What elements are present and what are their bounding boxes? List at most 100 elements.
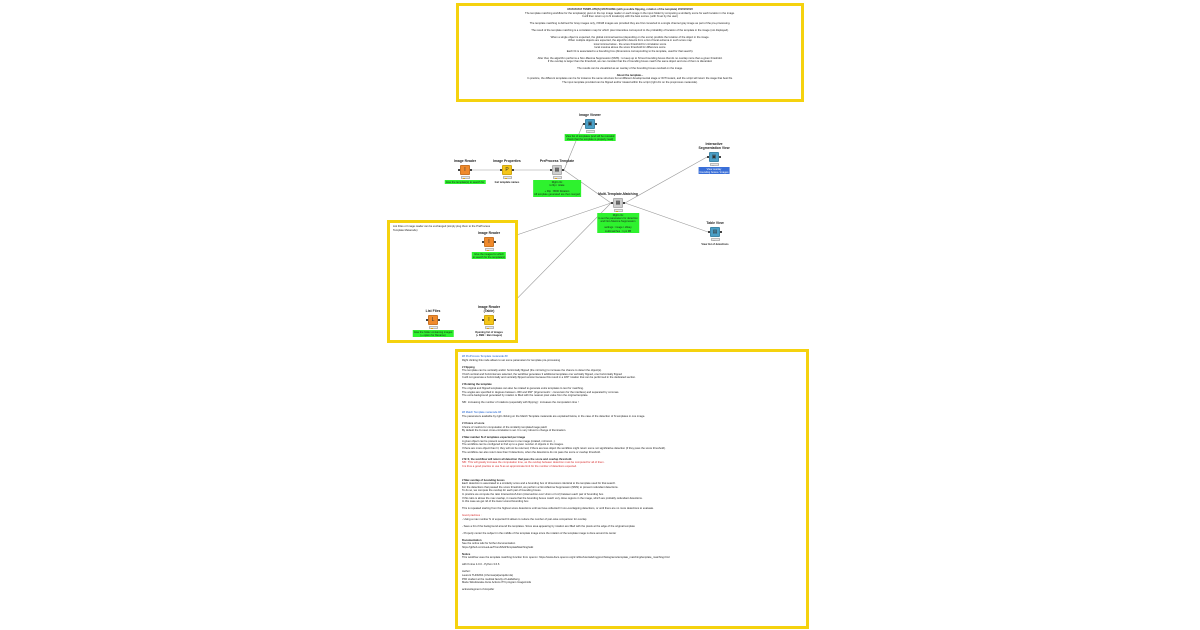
node-icon[interactable]: ▣ <box>709 152 719 162</box>
node-port-in[interactable] <box>708 231 710 233</box>
node-port-in[interactable] <box>458 169 460 171</box>
node-status-indicator <box>502 176 512 180</box>
annotation-line: Good practices : <box>462 514 482 518</box>
annotation-line: The angles are specified in degrees betw… <box>462 390 620 394</box>
annotation-line: If the overlap is larger than the thresh… <box>547 60 713 64</box>
annotation-line: NB : This will greatly increase the comp… <box>462 461 605 465</box>
annotation-line: Documentation <box>462 538 482 542</box>
node-port-out[interactable] <box>623 202 625 204</box>
node-title: PreProcess Template <box>539 159 575 163</box>
node-annotation: View list of templates (and will be resc… <box>564 134 616 142</box>
node-icon[interactable]: ▣ <box>585 119 595 129</box>
node-status-indicator <box>484 248 494 252</box>
annotation-line: PhD student at the medical faculty of He… <box>462 577 520 581</box>
node-title: Image Reader(Table) <box>477 305 501 313</box>
annotation-line: ## Match Template metanode ## <box>462 411 502 415</box>
node-port-in[interactable] <box>707 156 709 158</box>
node-icon[interactable]: ▤ <box>710 227 720 237</box>
annotation-line: ## PreProcess Template metanode ## <box>462 355 508 358</box>
node-icon[interactable]: ▦ <box>552 165 562 175</box>
node-port-in[interactable] <box>482 319 484 321</box>
annotation-line: acknowlegment of Acquifer <box>462 588 495 592</box>
annotation-line: When a single object is expected, the gl… <box>550 35 710 39</box>
annotation-line: In practice we compute the ratio Interse… <box>462 492 604 496</box>
annotation-line: Template Metanode) <box>393 228 418 232</box>
node-port-in[interactable] <box>611 202 613 204</box>
node-title: Multi-Template-Matching <box>598 192 638 196</box>
annotation-line: The result of the template matching is a… <box>531 28 729 32</box>
annotation-line: To do so, we compute the overlap for eac… <box>462 489 542 493</box>
annotation-line: The extra background generated by rotati… <box>462 394 589 398</box>
annotation-line: - Save a bit of the background around th… <box>462 524 635 528</box>
node-port-out[interactable] <box>595 123 597 125</box>
node-port-out[interactable] <box>438 319 440 321</box>
annotation-line: Choice of metrics for computation of the… <box>462 425 548 429</box>
annotation-line: # Max overlap of bounding boxes <box>462 478 505 482</box>
annotation-line: The template matching workflow for the t… <box>525 11 735 15</box>
node-status-indicator <box>710 238 720 242</box>
node-port-in[interactable] <box>500 169 502 171</box>
annotation-line: The results can be visualized as an over… <box>577 66 683 70</box>
node-status-indicator <box>585 130 595 134</box>
annotation-line: When multiple objects are expected, the … <box>568 39 692 43</box>
annotation-line: # Choice of score <box>462 422 485 426</box>
annotation-line: The input template provided can be flipp… <box>562 80 698 84</box>
annotation-line: It will then return up to N location(s) … <box>582 15 678 18</box>
connection-preprocess-template-to-image-viewer[interactable] <box>563 123 584 171</box>
annotation-line: Each hit is associated to a bounding box… <box>566 49 694 53</box>
annotation-line: If this ratio is above the max overlap, … <box>462 496 643 500</box>
node-port-out[interactable] <box>470 169 472 171</box>
node-title: Image Viewer <box>579 113 601 117</box>
node-status-indicator <box>709 163 719 167</box>
connection-multi-template-matching-to-interactive-segmentation-view[interactable] <box>624 156 708 204</box>
node-port-out[interactable] <box>494 241 496 243</box>
annotation-line: For the detections that passed the score… <box>462 485 619 489</box>
node-status-indicator <box>484 326 494 330</box>
node-title: Image Reader <box>453 159 477 163</box>
node-port-out[interactable] <box>719 156 721 158</box>
node-port-out[interactable] <box>494 319 496 321</box>
node-icon[interactable]: I <box>484 237 494 247</box>
node-icon[interactable]: L <box>428 315 438 325</box>
node-icon[interactable]: P <box>502 165 512 175</box>
annotation-line: ########## TEMPLATE(S) MATCHING (with po… <box>567 8 693 11</box>
node-title: List Files <box>425 309 441 313</box>
annotation-line: Laurent THOMAS (l.thomas(at)acquifer.de) <box>462 573 514 577</box>
node-icon[interactable]: I <box>460 165 470 175</box>
annotation-line: The workflow can also return less than N… <box>462 450 601 454</box>
annotation-line: If both vertical and horizontal are sele… <box>462 372 622 376</box>
annotation-line: See the online wiki for further document… <box>462 542 516 546</box>
node-port-in[interactable] <box>426 319 428 321</box>
node-title: Image Reader <box>477 231 501 235</box>
annotation-line: The workflow can be configured to find u… <box>462 443 564 447</box>
annotation-line: Each detection is associated to a simila… <box>462 482 616 486</box>
node-port-in[interactable] <box>550 169 552 171</box>
node-port-out[interactable] <box>512 169 514 171</box>
node-annotation: View list of detections <box>701 242 729 246</box>
annotation-line: List Files or Image reader can be exchan… <box>393 225 491 228</box>
annotation-line: - Properly center the subject in the mid… <box>462 531 617 535</box>
node-port-out[interactable] <box>562 169 564 171</box>
node-icon[interactable]: I <box>484 315 494 325</box>
node-annotation: Give the folder containing images(+ opti… <box>412 330 454 338</box>
annotation-overview: ########## TEMPLATE(S) MATCHING (with po… <box>456 3 804 102</box>
node-port-in[interactable] <box>482 241 484 243</box>
annotation-line: Notice <box>462 552 471 556</box>
annotation-line: In practice, the different templates can… <box>527 77 733 81</box>
node-port-out[interactable] <box>720 231 722 233</box>
annotation-line: Marie Sklodowska-Curie Actions ITN progr… <box>462 581 532 585</box>
annotation-line: By default the 0-mean cross-correlation … <box>462 429 567 433</box>
node-port-in[interactable] <box>583 123 585 125</box>
annotation-line: The original and flipped templates can a… <box>462 386 584 390</box>
annotation-line: After that, the algorithm performs a Non… <box>537 56 723 60</box>
node-annotation: Give the template(s) to search for <box>444 180 486 185</box>
annotation-line: The parameters available by right clicki… <box>462 415 646 419</box>
annotation-line: This workflow uses the template matching… <box>462 556 670 560</box>
annotation-line: local maxima above the score threshold f… <box>594 46 666 50</box>
node-icon[interactable]: ▦ <box>613 198 623 208</box>
annotation-line: In this case we get rid of the lower sco… <box>462 500 530 504</box>
